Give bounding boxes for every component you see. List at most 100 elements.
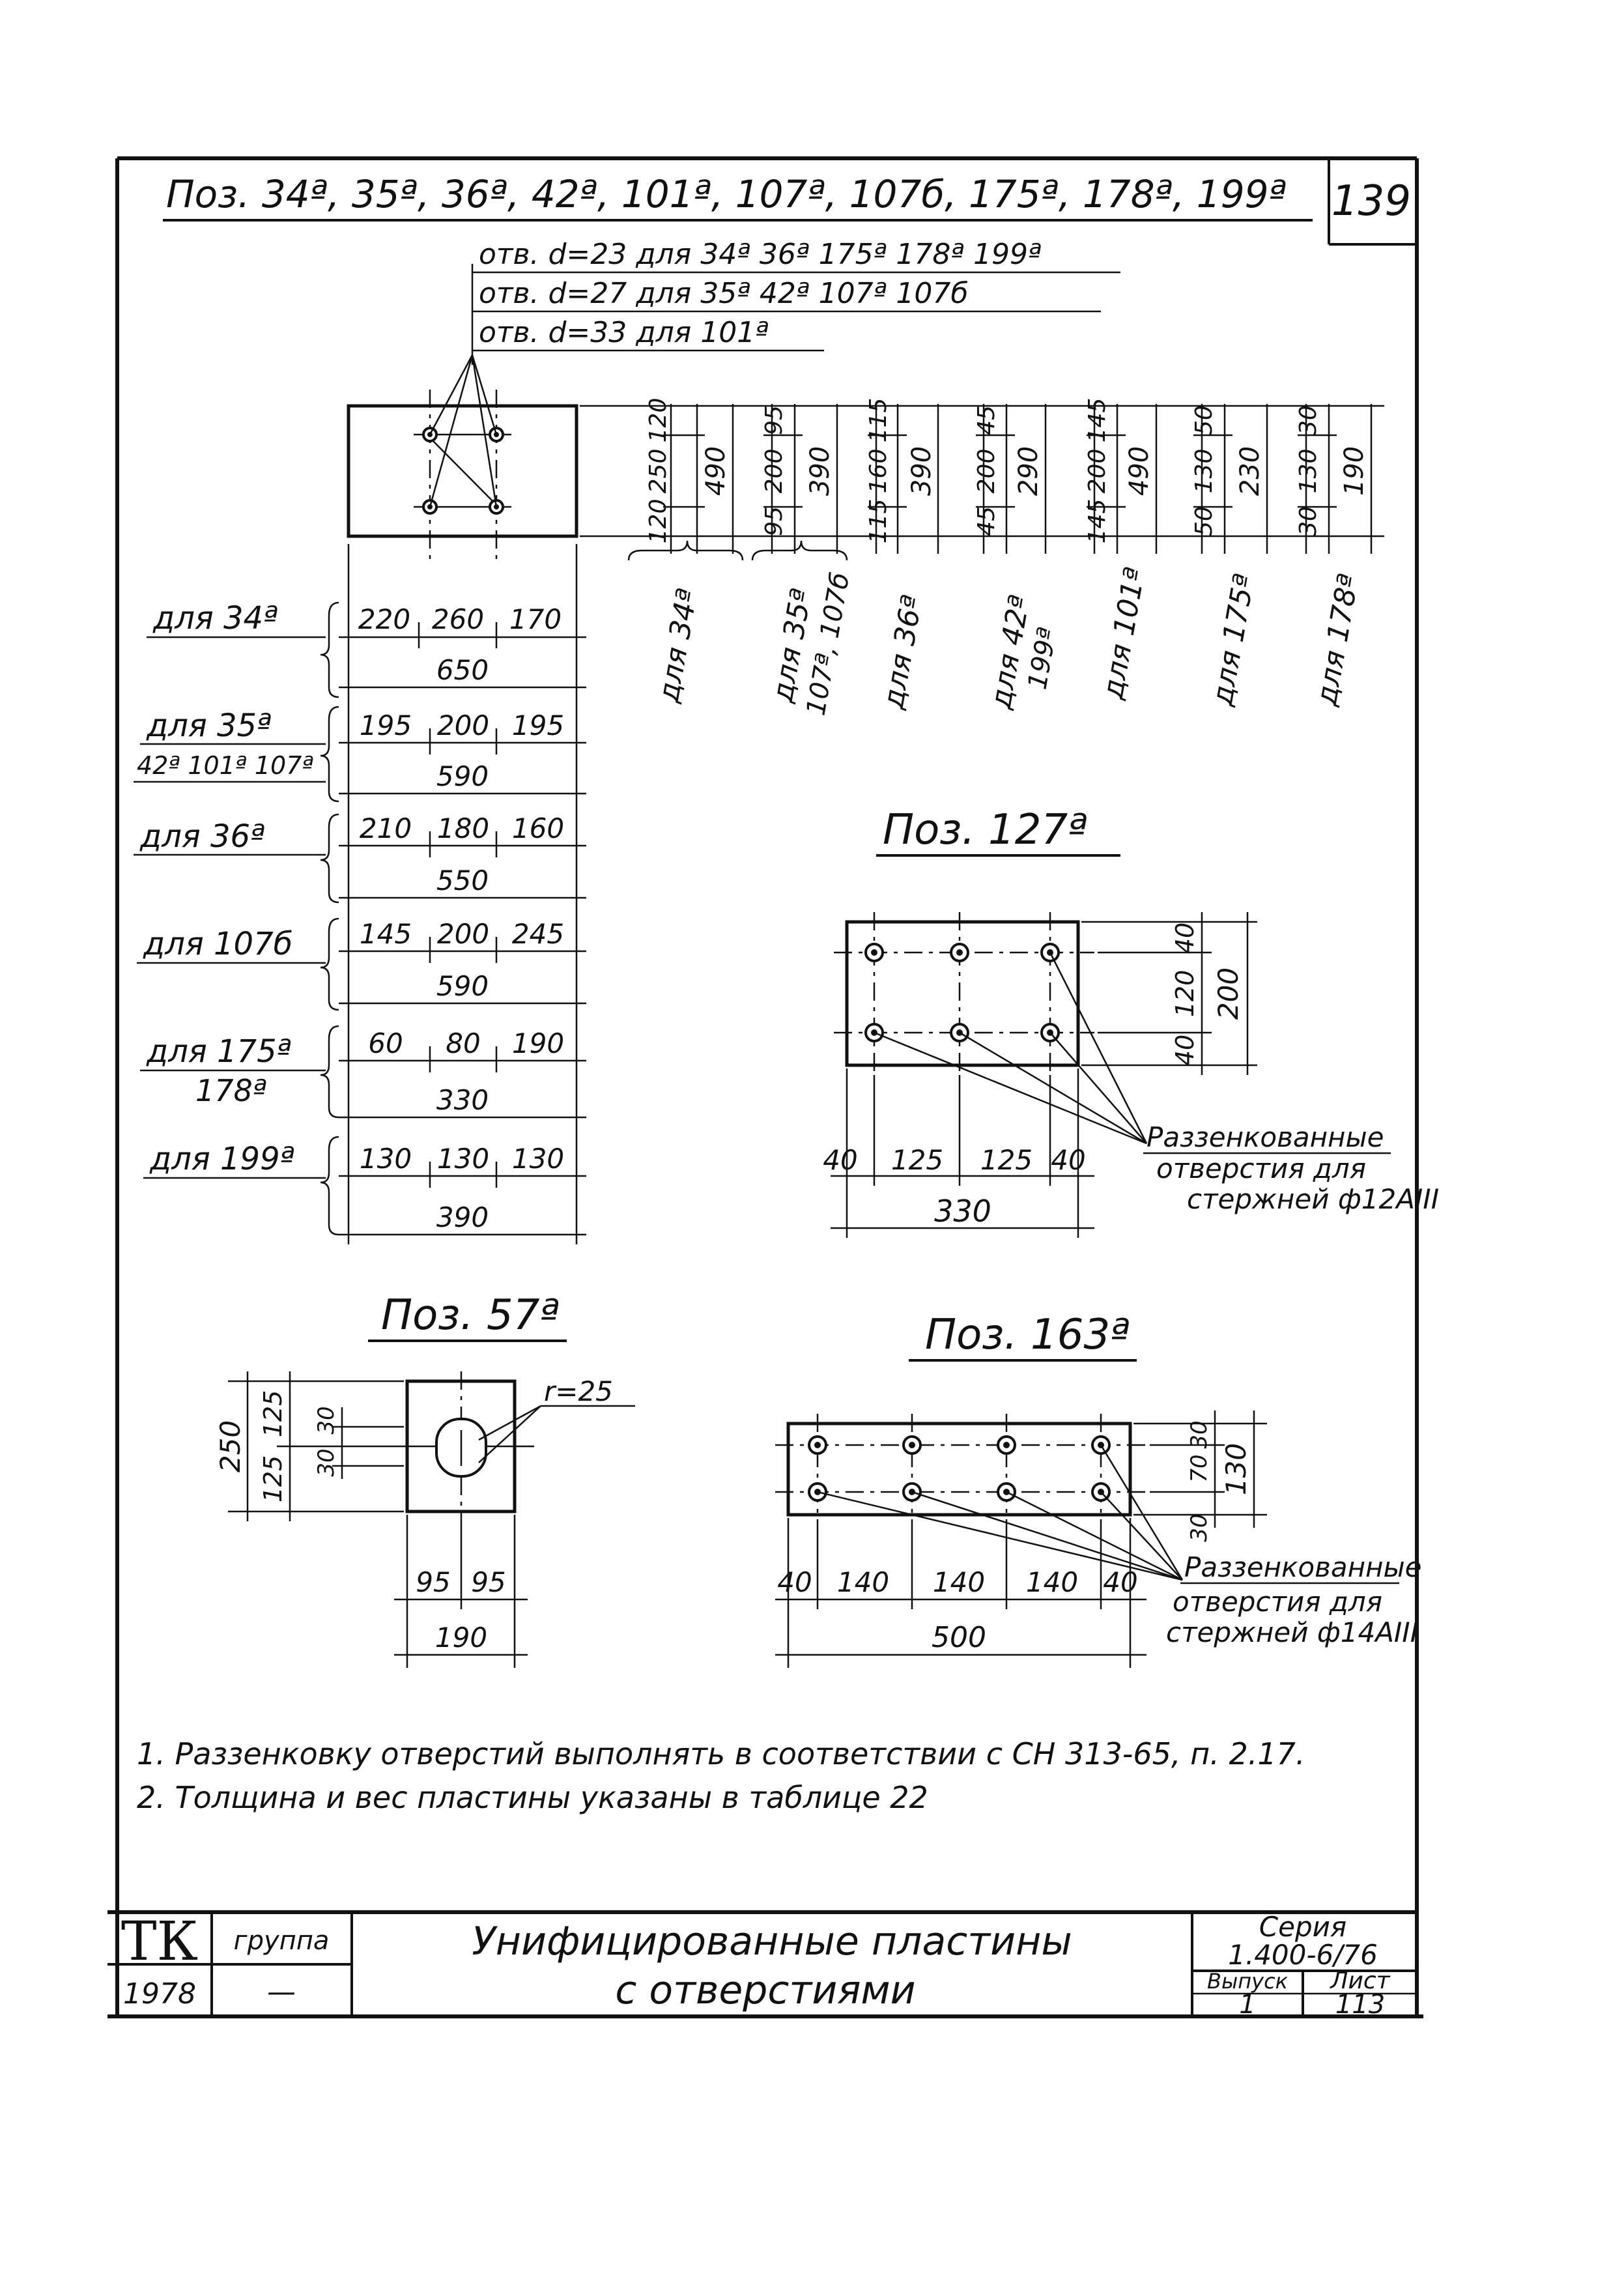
dimension-total: 650 [436,654,489,686]
series-value: 1.400-6/76 [1228,1939,1378,1971]
dimension-total: 330 [934,1194,991,1229]
variant-label: для 34ª [152,600,278,637]
variant-label: для 36ª [876,593,929,712]
variant-row: для 107б 145 200 245 590 [137,917,586,1011]
dimension-value: 200 [437,918,489,950]
dimension-value: 245 [512,918,564,950]
dimension-value: 200 [437,709,489,741]
issue-value: 1 [1239,1990,1255,2020]
sheet-label: Лист [1329,1968,1390,1994]
drawing-title: с отверстиями [615,1968,915,2013]
dimension-total: 330 [436,1084,489,1116]
detail-poz163: Поз. 163ª Раззенкованные отверстия для с… [775,1311,1422,1668]
detail-poz127: Поз. 127ª Раззенкованные отверстия для с… [823,806,1439,1238]
detail-title: Поз. 163ª [925,1311,1130,1359]
radius-label: r=25 [544,1375,613,1407]
dimension-total: 500 [932,1621,986,1654]
dimension-value: 120 [645,499,672,544]
dimension-total: 290 [1014,446,1044,496]
dimension-value: 140 [837,1566,889,1598]
detail-note: Раззенкованные [1184,1551,1422,1583]
main-plate [347,354,1384,1244]
dimension-value: 130 [360,1143,412,1175]
dimension-value: 50 [1191,405,1218,435]
dimension-value: 170 [509,603,562,635]
dimension-value: 130 [1295,449,1322,494]
dimension-value: 45 [973,405,1000,435]
variant-row: для 199ª 130 130 130 390 [143,1136,586,1236]
issue-label: Выпуск [1207,1969,1289,1994]
hole-note: отв. d=23 для 34ª 36ª 175ª 178ª 199ª [479,238,1042,271]
variant-column: 30 130 30 190 для 178ª [1295,404,1373,709]
dimension-total: 390 [436,1201,489,1233]
dimension-value: 115 [865,398,892,443]
variant-column: 120 250 120 490 для 34ª [627,398,744,706]
dimension-value: 125 [980,1144,1033,1176]
dimension-total: 590 [436,760,489,792]
variant-label: для 178ª [1309,571,1365,708]
dimension-value: 80 [446,1027,480,1059]
dimension-value: 40 [823,1144,857,1176]
dimension-value: 200 [761,449,788,494]
detail-note: стержней ф12АIII [1187,1183,1439,1215]
dimension-value: 145 [1084,499,1111,544]
dimension-value: 210 [360,812,412,844]
variant-row: для 175ª 178ª 60 80 190 330 [140,1025,586,1119]
dimension-total: 490 [701,446,731,496]
dimension-total: 590 [436,970,489,1002]
dimension-total: 190 [1339,446,1369,496]
variant-label: для 35ª [146,708,272,744]
group-value: — [267,1975,296,2009]
dimension-value: 40 [1171,1035,1199,1066]
detail-poz57: Поз. 57ª r=25 250 125 125 30 30 95 95 1 [214,1291,635,1668]
dimension-value: 180 [437,812,489,844]
year: 1978 [123,1977,196,2011]
dimension-value: 140 [933,1566,985,1598]
dimension-value: 200 [973,449,1000,494]
dimension-total: 250 [214,1420,246,1472]
dimension-total: 130 [1220,1443,1252,1495]
variant-label: 178ª [195,1073,266,1108]
series-label: Серия [1259,1911,1346,1943]
dimension-value: 250 [645,449,672,494]
detail-note: отверстия для [1156,1153,1366,1184]
dimension-value: 130 [1191,449,1218,494]
page-title: Поз. 34ª, 35ª, 36ª, 42ª, 101ª, 107ª, 107… [166,172,1287,216]
dimension-value: 60 [368,1027,403,1059]
variant-label: для 34ª [651,586,704,706]
note-line: 1. Раззенковку отверстий выполнять в соо… [137,1736,1305,1771]
dimension-value: 120 [645,398,672,443]
detail-title: Поз. 127ª [883,806,1087,854]
detail-note: Раззенкованные [1147,1121,1384,1153]
sheet-number: 139 [1332,177,1411,225]
variant-label: для 36ª [139,818,265,855]
dimension-value: 95 [416,1566,450,1598]
dimension-value: 45 [973,506,1000,536]
dimension-total: 490 [1124,446,1154,496]
dimension-value: 125 [259,1455,287,1503]
variant-column: 145 200 145 490 для 101ª [1084,398,1158,702]
variant-label: для 107б [143,926,292,962]
drawing-title: Унифицированные пластины [472,1919,1072,1964]
dimension-total: 550 [436,865,489,896]
dimension-value: 40 [1171,923,1199,954]
hole-note: отв. d=27 для 35ª 42ª 107ª 107б [479,277,968,310]
dimension-value: 145 [1084,398,1111,443]
dimension-value: 195 [360,709,412,741]
variant-row: для 34ª 220 260 170 650 [147,600,586,698]
dimension-value: 200 [1084,449,1111,494]
sheet-frame: 139 [107,156,1423,2018]
variant-column: 45 200 45 290 для 42ª 199ª [973,404,1062,712]
variant-row: для 35ª 42ª 101ª 107ª 195 200 195 590 [134,706,586,803]
sheet-value: 113 [1335,1990,1385,2020]
dimension-value: 30 [313,1448,339,1476]
dimension-value: 115 [865,499,892,544]
dimension-value: 30 [1295,506,1322,536]
dimension-value: 260 [432,603,484,635]
dimension-value: 195 [512,709,564,741]
logo: ТК [121,1911,198,1973]
vertical-variants: 120 250 120 490 для 34ª 95 200 95 390 дл… [627,398,1373,718]
dimension-total: 190 [435,1622,487,1654]
horizontal-variants: для 34ª 220 260 170 650 для 35ª 42ª 101ª… [134,600,586,1236]
